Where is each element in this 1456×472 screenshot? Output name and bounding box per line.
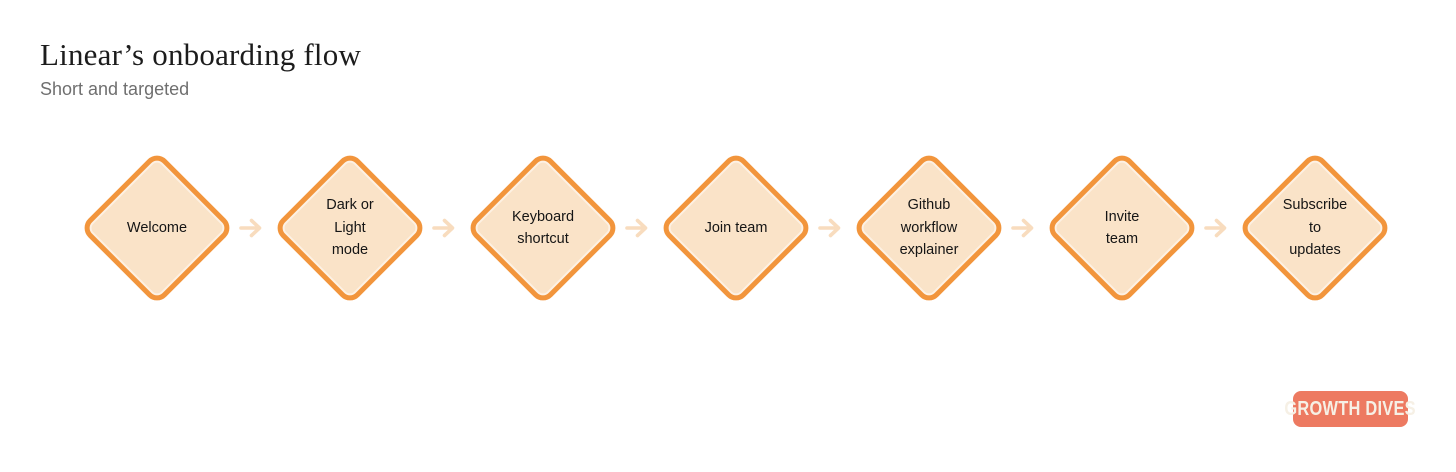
- flow-node-label: Github workflow explainer: [899, 197, 959, 259]
- flow-node-dark-or-light-mode: Dark or Light mode: [272, 150, 428, 306]
- header: Linear’s onboarding flow Short and targe…: [40, 37, 362, 101]
- arrow-right-icon: [1007, 215, 1044, 241]
- flow-node-label: Join team: [704, 219, 768, 236]
- arrow-right-icon: [621, 215, 658, 241]
- flow-node-github-workflow-explainer: Github workflow explainer: [851, 150, 1007, 306]
- flow-node-label: Subscribe to updates: [1282, 197, 1348, 259]
- flow-node-label: Dark or Light mode: [326, 197, 374, 259]
- flow-node-join-team: Join team: [658, 150, 814, 306]
- growth-dives-logo-text: GROWTH DIVES: [1284, 397, 1417, 420]
- flow-node-label: Keyboard shortcut: [511, 208, 575, 247]
- page-subtitle: Short and targeted: [40, 79, 190, 100]
- onboarding-flow-diagram: Welcome Dark or Light mode Keyboard shor…: [79, 150, 1393, 306]
- growth-dives-logo-badge: GROWTH DIVES: [1285, 391, 1416, 427]
- arrow-right-icon: [1200, 215, 1237, 241]
- flow-node-subscribe-to-updates: Subscribe to updates: [1237, 150, 1393, 306]
- flow-node-invite-team: Invite team: [1044, 150, 1200, 306]
- arrow-right-icon: [428, 215, 465, 241]
- arrow-right-icon: [814, 215, 851, 241]
- flow-node-label: Invite team: [1104, 208, 1140, 247]
- flow-node-keyboard-shortcut: Keyboard shortcut: [465, 150, 621, 306]
- flow-node-welcome: Welcome: [79, 150, 235, 306]
- page-title: Linear’s onboarding flow: [40, 37, 362, 72]
- arrow-right-icon: [235, 215, 272, 241]
- flow-node-label: Welcome: [126, 219, 188, 236]
